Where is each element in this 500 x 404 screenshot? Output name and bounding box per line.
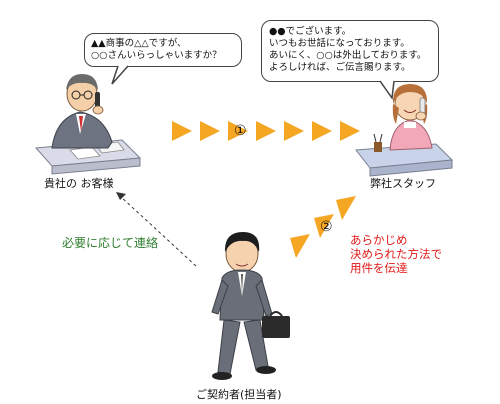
relay-instruction-text: あらかじめ 決められた方法で 用件を伝達 (350, 233, 442, 275)
customer-speech-bubble: ▲▲商事の△△ですが、 ○○さんいらっしゃいますか？ (84, 33, 242, 67)
staff-bubble-line-3: あいにく、○○は外出しております。 (269, 50, 427, 61)
step2-arrows (290, 196, 356, 258)
customer-illustration-icon (34, 74, 142, 175)
staff-bubble-line-4: よろしければ、ご伝言賜ります。 (269, 62, 411, 73)
contractor-label: ご契約者(担当者) (196, 388, 282, 401)
customer-bubble-line-2: ○○さんいらっしゃいますか？ (91, 50, 222, 61)
staff-label: 弊社スタッフ (370, 177, 436, 190)
relay-line-3: 用件を伝達 (350, 261, 408, 275)
contact-as-needed-text: 必要に応じて連絡 (62, 236, 159, 250)
relay-line-2: 決められた方法で (350, 247, 442, 261)
step1-number: ① (234, 123, 247, 139)
customer-bubble-line-1: ▲▲商事の△△ですが、 (91, 38, 187, 49)
staff-bubble-tail (379, 80, 395, 101)
staff-illustration-icon (355, 84, 454, 177)
staff-speech-bubble: ●●でございます。 いつもお世話になっております。 あいにく、○○は外出しており… (261, 20, 439, 82)
dashed-contact-arrow (116, 192, 197, 267)
customer-bubble-tail (111, 65, 129, 85)
staff-bubble-line-1: ●●でございます。 (269, 26, 352, 37)
step2-number: ② (320, 219, 333, 235)
staff-bubble-line-2: いつもお世話になっております。 (269, 38, 410, 49)
contractor-illustration-icon (211, 232, 290, 380)
step1-arrows (172, 121, 360, 141)
relay-line-1: あらかじめ (350, 233, 408, 247)
customer-label: 貴社の お客様 (44, 177, 114, 190)
